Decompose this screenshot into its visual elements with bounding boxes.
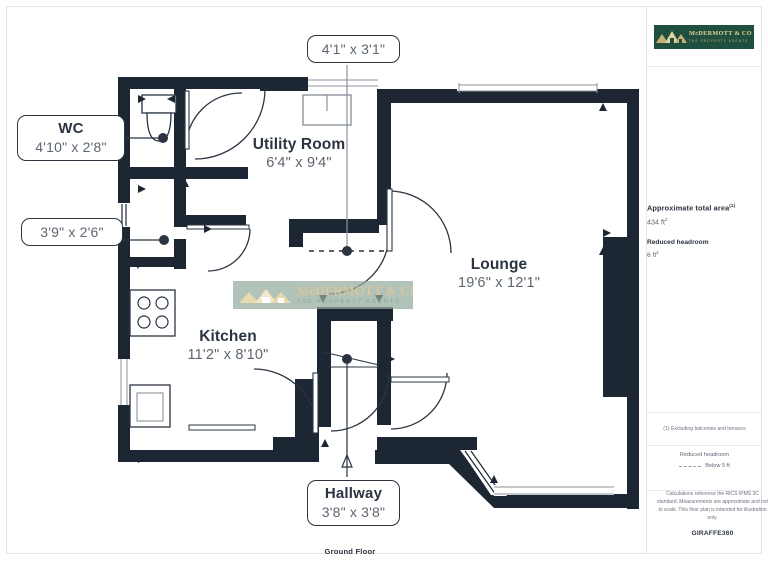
area-value-text: 434 ft: [647, 217, 665, 227]
callout-wc-name: WC: [58, 120, 84, 137]
callout-window-dimensions: 4'1" x 3'1": [321, 41, 386, 57]
room-label-lounge: Lounge 19'6" x 12'1": [415, 255, 583, 293]
approximate-total-area-value: 434 ft2: [647, 217, 762, 226]
floor-caption: Ground Floor: [324, 547, 376, 556]
callout-store: 3'9" x 2'6": [21, 218, 123, 246]
disclaimer-section: Calculations reference the RICS IPMS 3C …: [647, 482, 768, 541]
footnote-section: (1) Excluding balconies and terraces: [647, 412, 762, 446]
provider-logo: GIRAFFE360: [691, 530, 734, 537]
brand-name: McDERMOTT & CO: [689, 29, 752, 37]
room-name-lounge: Lounge: [470, 256, 528, 273]
approximate-total-area-title: Approximate total area(1): [647, 203, 762, 212]
info-panel: McDERMOTT & CO THE PROPERTY AGENTS Appro…: [646, 7, 768, 553]
brand-subtitle: THE PROPERTY AGENTS: [689, 38, 749, 43]
dimension-ticks-group: [134, 95, 613, 483]
brand-section: McDERMOTT & CO THE PROPERTY AGENTS: [647, 7, 761, 67]
callout-wc-dimensions: 4'10" x 2'8": [35, 139, 107, 155]
legend-label: Below 5 ft: [705, 463, 730, 469]
area-summary-section: Approximate total area(1) 434 ft2 Reduce…: [647, 203, 762, 259]
room-label-utility: Utility Room 6'4" x 9'4": [214, 135, 384, 173]
footnote-text: (1) Excluding balconies and terraces: [663, 426, 746, 432]
callout-hallway-name: Hallway: [324, 485, 383, 502]
fixtures-group: [129, 88, 452, 434]
leader-lines-group: [119, 65, 385, 477]
reduced-headroom-unit-sup: 2: [656, 249, 659, 255]
callout-wc: WC 4'10" x 2'8": [17, 115, 125, 161]
legend-row: Below 5 ft: [647, 463, 762, 469]
reduced-headroom-title: Reduced headroom: [647, 238, 709, 246]
room-name-utility: Utility Room: [252, 136, 346, 153]
room-dimensions-utility: 6'4" x 9'4": [266, 155, 332, 171]
room-dimensions-lounge: 19'6" x 12'1": [457, 275, 541, 291]
disclaimer-text: Calculations reference the RICS IPMS 3C …: [657, 491, 768, 521]
callout-store-dimensions: 3'9" x 2'6": [40, 224, 104, 240]
reduced-headroom-value: 6 ft2: [647, 250, 762, 259]
room-dimensions-kitchen: 11'2" x 8'10": [187, 347, 269, 363]
callout-hallway: Hallway 3'8" x 3'8": [307, 480, 400, 526]
room-name-kitchen: Kitchen: [199, 328, 257, 345]
callout-hallway-dimensions: 3'8" x 3'8": [321, 504, 386, 520]
dashed-line-icon: [679, 465, 702, 467]
brand-banner: McDERMOTT & CO THE PROPERTY AGENTS: [654, 24, 754, 49]
callout-window: 4'1" x 3'1": [307, 35, 400, 63]
area-title-text: Approximate total area: [647, 203, 730, 213]
floorplan-svg: [118, 65, 639, 509]
reduced-headroom-value-text: 6 ft: [647, 252, 657, 260]
area-title-footnote-marker: (1): [729, 203, 736, 208]
legend-section: Reduced headroom Below 5 ft: [647, 444, 762, 491]
windows-group: [118, 77, 614, 495]
walls-group: [118, 77, 639, 509]
room-label-kitchen: Kitchen 11'2" x 8'10": [147, 327, 309, 365]
floorplan-drawing: McDERMOTT & CO THE PROPERTY AGENTS Utili…: [7, 7, 646, 556]
legend-title: Reduced headroom: [679, 452, 730, 458]
area-value-unit-sup: 2: [664, 217, 668, 223]
brand-roof-icon: [654, 25, 688, 49]
